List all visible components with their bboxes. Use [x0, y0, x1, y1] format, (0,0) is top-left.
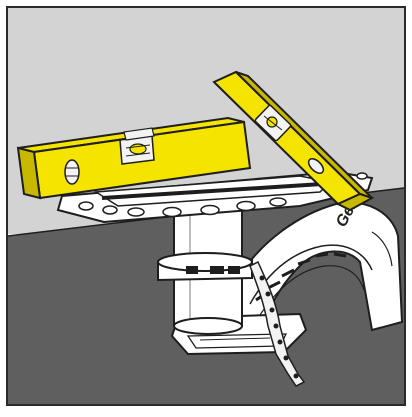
frame-border	[6, 6, 406, 406]
spirit-level-icon	[212, 70, 375, 212]
bubble-vial-icon	[119, 127, 155, 165]
pipe-clamp-icon	[157, 252, 253, 282]
bubble-vial-icon	[64, 159, 80, 185]
spirit-level-left-end	[16, 146, 42, 200]
spirit-level-icon	[16, 116, 252, 200]
spirit-level-right-end	[335, 192, 375, 212]
perforated-strap-icon	[249, 260, 306, 387]
